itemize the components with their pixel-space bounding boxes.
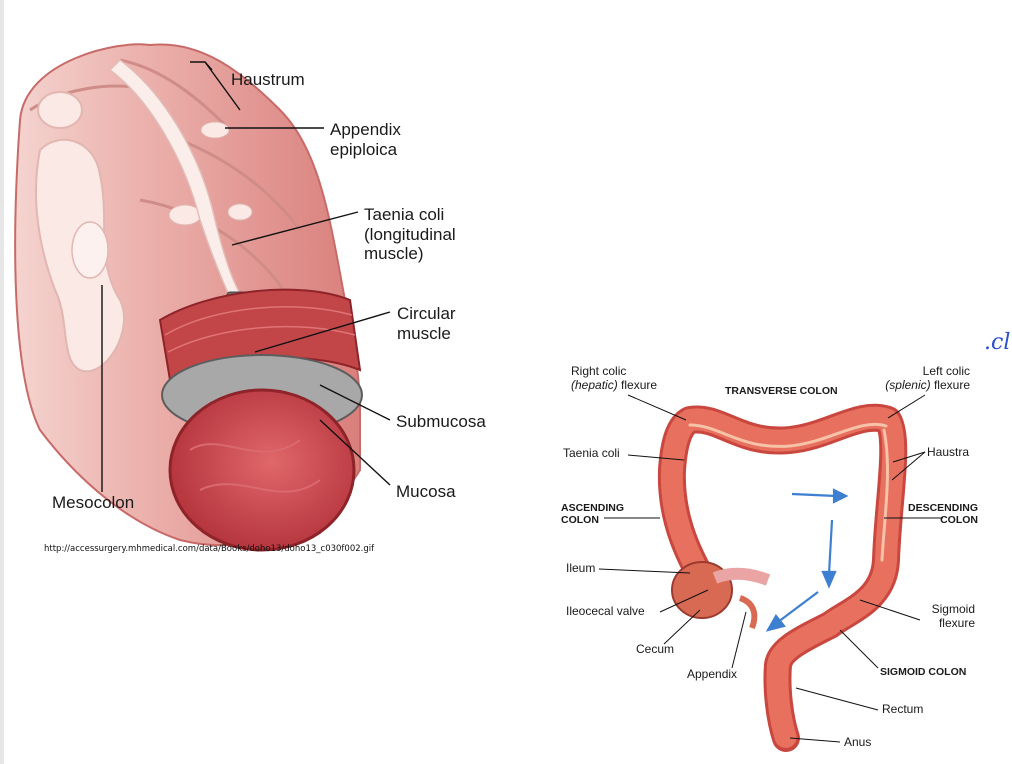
label-cecum: Cecum [636, 643, 674, 657]
handwritten-note: .cl [984, 330, 1010, 355]
label-left-colic-flexure: Left colic (splenic) flexure [870, 365, 970, 393]
label-haustra: Haustra [927, 446, 969, 460]
label-ascending-colon: ASCENDING COLON [561, 502, 624, 526]
label-sigmoid-flexure: Sigmoid flexure [895, 603, 975, 631]
label-appendix: Appendix [687, 668, 737, 682]
label-ileum: Ileum [566, 562, 595, 576]
label-taenia-coli-right: Taenia coli [563, 447, 620, 461]
label-rectum: Rectum [882, 703, 923, 717]
appendix [740, 598, 754, 628]
label-descending-colon: DESCENDING COLON [888, 502, 978, 526]
label-transverse-colon: TRANSVERSE COLON [725, 385, 838, 397]
label-ileocecal-valve: Ileocecal valve [566, 605, 645, 619]
ileum [715, 574, 768, 580]
label-sigmoid-colon: SIGMOID COLON [880, 666, 966, 678]
label-right-colic-flexure: Right colic (hepatic) flexure [571, 365, 657, 393]
label-anus: Anus [844, 736, 871, 750]
